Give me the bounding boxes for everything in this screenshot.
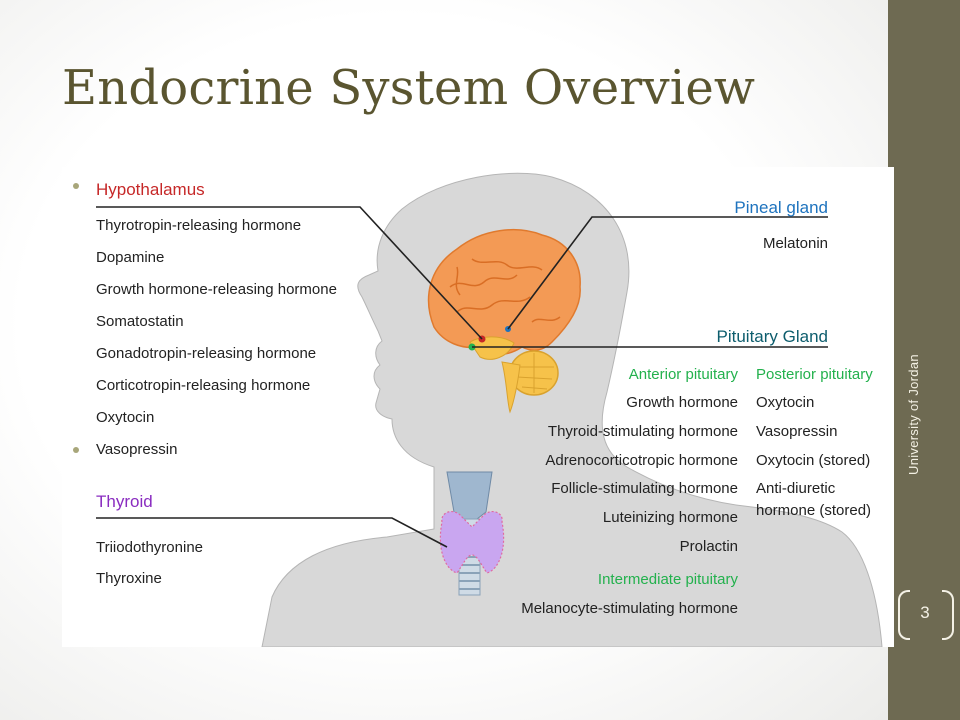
brain-folds bbox=[449, 258, 561, 323]
hypothalamus-item: Vasopressin bbox=[96, 441, 177, 458]
posterior-pituitary-item: hormone (stored) bbox=[756, 502, 871, 519]
head-silhouette bbox=[261, 172, 883, 648]
pineal-heading: Pineal gland bbox=[734, 198, 828, 217]
slide-side-bar bbox=[888, 0, 960, 720]
pineal-item: Melatonin bbox=[763, 235, 828, 252]
thyroid-leader-line bbox=[96, 517, 448, 548]
anterior-pituitary-heading: Anterior pituitary bbox=[629, 366, 739, 383]
thyroid-heading: Thyroid bbox=[96, 492, 153, 511]
anterior-pituitary-item: Thyroid-stimulating hormone bbox=[548, 423, 738, 440]
hypothalamus-item: Growth hormone-releasing hormone bbox=[96, 281, 337, 298]
thyroid-gland bbox=[439, 510, 505, 574]
anterior-pituitary-item: Follicle-stimulating hormone bbox=[551, 480, 738, 497]
hypothalamus-item: Oxytocin bbox=[96, 409, 154, 426]
thyroid-item: Triiodothyronine bbox=[96, 539, 203, 556]
intermediate-pituitary-item: Melanocyte-stimulating hormone bbox=[521, 600, 738, 617]
hypothalamus-item: Thyrotropin-releasing hormone bbox=[96, 217, 301, 234]
hypothalamus-item: Corticotropin-releasing hormone bbox=[96, 377, 310, 394]
anterior-pituitary-item: Adrenocorticotropic hormone bbox=[545, 452, 738, 469]
anterior-pituitary-item: Luteinizing hormone bbox=[603, 509, 738, 526]
page-number-bracket-left bbox=[898, 590, 910, 640]
slide-title: Endocrine System Overview bbox=[62, 60, 756, 116]
cerebellum-lines bbox=[514, 353, 554, 393]
side-label: University of Jordan bbox=[906, 354, 921, 475]
posterior-pituitary-heading: Posterior pituitary bbox=[756, 366, 873, 383]
posterior-pituitary-item: Oxytocin (stored) bbox=[756, 452, 870, 469]
anterior-pituitary-item: Prolactin bbox=[680, 538, 738, 555]
hypothalamus-item: Dopamine bbox=[96, 249, 164, 266]
pituitary-heading: Pituitary Gland bbox=[717, 327, 829, 346]
intermediate-pituitary-heading: Intermediate pituitary bbox=[598, 571, 739, 588]
page-number-bracket-right bbox=[942, 590, 954, 640]
slide-bullet bbox=[73, 447, 79, 453]
trachea-rings bbox=[459, 556, 480, 590]
posterior-pituitary-item: Oxytocin bbox=[756, 394, 814, 411]
endocrine-diagram: Hypothalamus Thyrotropin-releasing hormo… bbox=[62, 167, 894, 648]
anterior-pituitary-item: Growth hormone bbox=[626, 394, 738, 411]
posterior-pituitary-item: Anti-diuretic bbox=[756, 480, 836, 497]
hypothalamus-item: Somatostatin bbox=[96, 313, 184, 330]
endocrine-diagram-svg: Hypothalamus Thyrotropin-releasing hormo… bbox=[96, 172, 883, 648]
hypothalamus-heading: Hypothalamus bbox=[96, 180, 205, 199]
posterior-pituitary-item: Vasopressin bbox=[756, 423, 837, 440]
hypothalamus-leader-line bbox=[96, 206, 483, 340]
page-number: 3 bbox=[920, 603, 930, 622]
brainstem bbox=[501, 361, 521, 414]
slide-bullet bbox=[73, 183, 79, 189]
thyroid-item: Thyroxine bbox=[96, 570, 162, 587]
pineal-leader-line bbox=[507, 216, 828, 330]
hypothalamus-item: Gonadotropin-releasing hormone bbox=[96, 345, 316, 362]
